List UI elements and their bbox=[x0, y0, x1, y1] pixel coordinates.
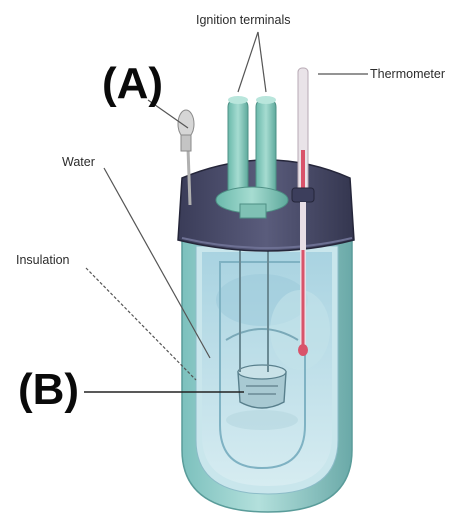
water-label: Water bbox=[62, 155, 95, 169]
label-b: (B) bbox=[18, 365, 79, 414]
label-a: (A) bbox=[102, 59, 163, 108]
ignition-terminals bbox=[216, 96, 288, 218]
insulation-label: Insulation bbox=[16, 253, 70, 267]
ignition-terminals-label: Ignition terminals bbox=[196, 13, 291, 27]
thermometer-label: Thermometer bbox=[370, 67, 445, 81]
